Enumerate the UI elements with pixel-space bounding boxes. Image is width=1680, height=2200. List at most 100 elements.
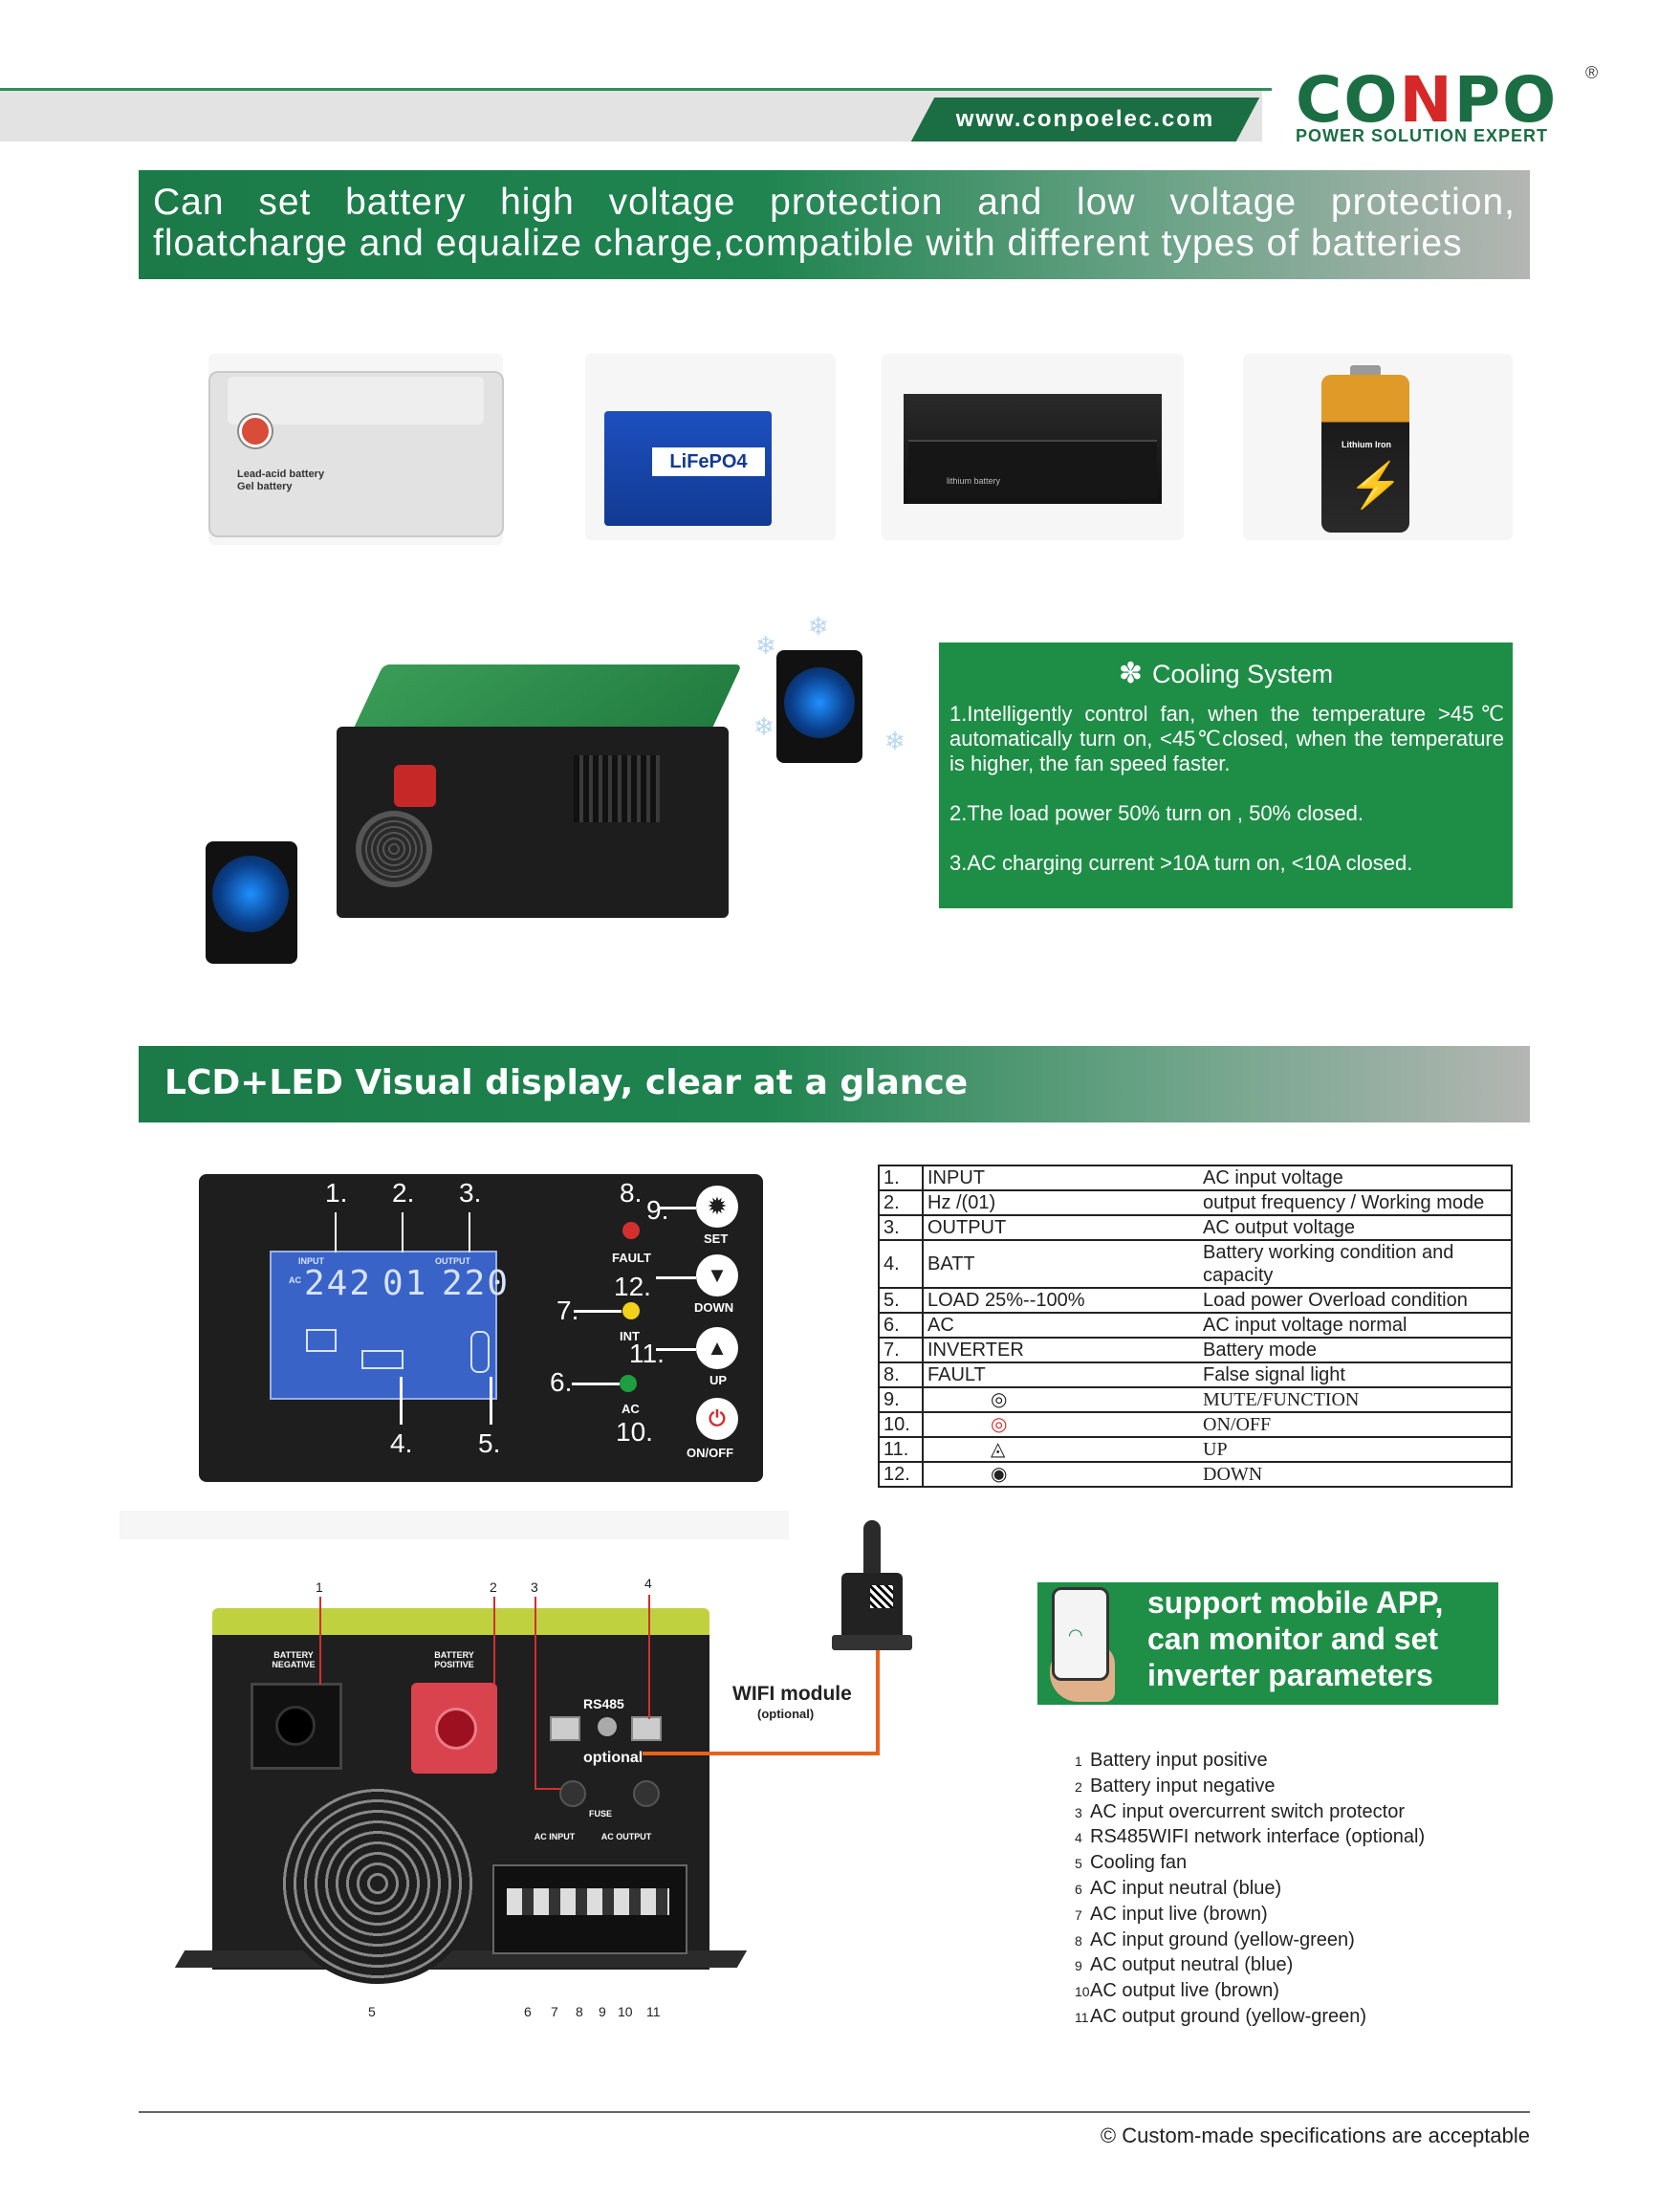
down-button-label: DOWN — [694, 1300, 734, 1315]
lcd-screen — [270, 1251, 497, 1400]
lifepo4-label: LiFePO4 — [652, 447, 765, 476]
inverter-led — [622, 1302, 640, 1319]
dry-cell-battery-image — [1321, 375, 1409, 533]
set-button-label: SET — [704, 1231, 729, 1246]
optional-label: optional — [583, 1750, 644, 1766]
callout-line — [648, 1595, 650, 1719]
header-line — [0, 88, 1272, 91]
rear-callout-8: 8 — [576, 2004, 583, 2019]
table-row: 11.◬UP — [878, 1436, 1513, 1463]
cooling-text: 1.Intelligently control fan, when the te… — [949, 702, 1504, 876]
callout-line — [535, 1788, 561, 1790]
rack-battery-label: lithium battery — [947, 476, 1001, 486]
fault-label: FAULT — [612, 1251, 651, 1265]
lcd-callout-4: 4. — [390, 1428, 413, 1458]
rack-battery-face — [908, 440, 1157, 499]
snowflake-icon: ❄ — [753, 712, 775, 741]
fan-blade-icon — [212, 856, 289, 932]
lcd-output-value: 220 — [442, 1264, 511, 1303]
pointer-line — [490, 1377, 492, 1425]
battery-banner — [139, 170, 1530, 279]
lcd-callout-2: 2. — [392, 1178, 415, 1208]
wifi-module-flange — [832, 1635, 912, 1650]
wifi-module-label: WIFI module — [732, 1683, 852, 1705]
rear-callout-10: 10 — [618, 2004, 633, 2019]
pointer-line — [574, 1310, 622, 1313]
wifi-cable — [876, 1649, 880, 1755]
lightning-bolt-icon: ⚡ — [1348, 460, 1404, 510]
brand-tagline: POWER SOLUTION EXPERT — [1296, 126, 1549, 145]
lcd-callout-3: 3. — [459, 1178, 482, 1208]
battery-positive-label: BATTERY POSITIVE — [434, 1650, 474, 1669]
cooling-item-2: 2.The load power 50% turn on , 50% close… — [949, 801, 1364, 825]
cooling-system-box — [939, 643, 1513, 908]
led-callout-7: 7. — [556, 1296, 579, 1325]
mute-icon: ◎ — [922, 1386, 1199, 1413]
lcd-battery-icon — [361, 1350, 404, 1369]
lcd-ac-label: AC — [289, 1275, 301, 1285]
rs485-label: RS485 — [583, 1696, 624, 1711]
set-button[interactable]: ✹ — [696, 1186, 738, 1228]
fuse-label: FUSE — [588, 1809, 612, 1819]
rear-callout-2: 2 — [490, 1579, 497, 1595]
pointer-line — [656, 1348, 696, 1351]
led-callout-12: 12. — [614, 1272, 651, 1301]
rear-callout-6: 6 — [524, 2004, 532, 2019]
mobile-app-text: support mobile APP, can monitor and set … — [1147, 1585, 1444, 1692]
battery-negative-bolt — [275, 1706, 316, 1746]
smartphone-icon — [1052, 1587, 1109, 1681]
rear-callout-3: 3 — [531, 1579, 538, 1595]
callout-line — [319, 1597, 321, 1685]
cooling-fan-grille — [277, 1783, 478, 1984]
ac-input-label: AC INPUT — [534, 1832, 576, 1841]
dip-switch — [598, 1717, 617, 1736]
display-banner-text: LCD+LED Visual display, clear at a glanc… — [164, 1063, 969, 1102]
cooling-title: ✽Cooling System — [1118, 658, 1334, 689]
snowflake-icon: ❄ — [755, 631, 776, 660]
lcd-inverter-icon — [306, 1329, 337, 1352]
battery-positive-bolt — [435, 1708, 477, 1750]
table-row: 9.◎MUTE/FUNCTION — [878, 1386, 1513, 1413]
rear-callout-7: 7 — [551, 2004, 558, 2019]
wifi-icon: ◠ — [1068, 1625, 1083, 1645]
footer-note: © Custom-made specifications are accepta… — [1100, 2124, 1530, 2147]
lcd-callout-5: 5. — [478, 1428, 501, 1458]
website-url[interactable]: www.conpoelec.com — [955, 106, 1215, 132]
power-button-label: ON/OFF — [687, 1446, 734, 1460]
rj45-port[interactable] — [550, 1716, 580, 1741]
rear-callout-1: 1 — [316, 1579, 323, 1595]
lcd-callout-1: 1. — [325, 1178, 348, 1208]
fuse-switch[interactable] — [559, 1780, 586, 1807]
led-callout-11: 11. — [629, 1339, 665, 1368]
pointer-line — [400, 1377, 403, 1425]
registered-mark: ® — [1585, 63, 1599, 82]
rs485-wifi-port[interactable] — [631, 1716, 662, 1741]
up-button-label: UP — [709, 1373, 728, 1387]
cooling-item-1: 1.Intelligently control fan, when the te… — [949, 702, 1504, 775]
table-row: 5.LOAD 25%--100%Load power Overload cond… — [878, 1287, 1513, 1314]
power-button[interactable]: ⏻ — [696, 1398, 738, 1440]
rear-callout-5: 5 — [368, 2004, 376, 2019]
pointer-line — [656, 1276, 696, 1279]
cooling-item-3: 3.AC charging current >10A turn on, <10A… — [949, 851, 1413, 875]
ac-output-label: AC OUTPUT — [600, 1832, 652, 1841]
power-icon: ◎ — [922, 1411, 1199, 1438]
down-button[interactable]: ▼ — [696, 1254, 738, 1296]
up-button[interactable]: ▲ — [696, 1327, 738, 1369]
callout-line — [493, 1597, 495, 1685]
battery-terminal-icon — [239, 415, 272, 447]
up-icon: ◬ — [922, 1436, 1199, 1463]
fuse-switch[interactable] — [633, 1780, 660, 1807]
fault-led — [622, 1222, 640, 1239]
inverter-positive-terminal — [394, 765, 436, 807]
